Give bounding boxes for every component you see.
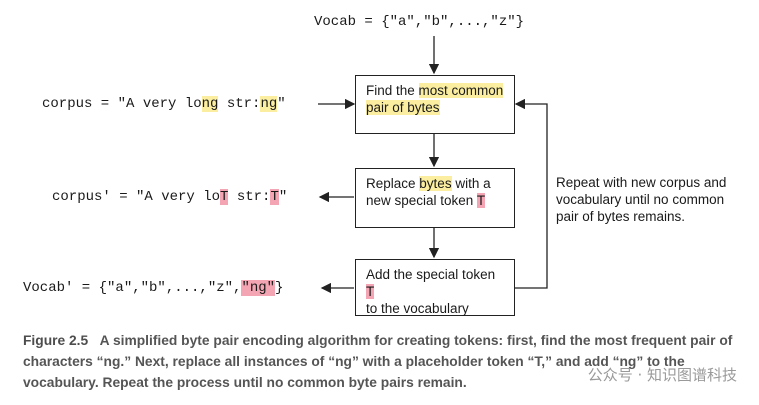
repeat-note-line-2: vocabulary until no common [556,192,725,207]
vocab-prime-suffix: } [275,280,284,296]
corpus-line: corpus = "A very long str:ng" [42,96,286,112]
step-find-pair: Find the most common pair of bytes [355,75,515,134]
box1-highlight-b: pair of bytes [366,100,440,115]
corpus-prime-token-2: T [270,189,279,205]
figure-caption: Figure 2.5 A simplified byte pair encodi… [23,330,743,393]
vocab-prime-prefix: Vocab' = {"a","b",...,"z", [23,280,242,296]
figure-label: Figure 2.5 [23,333,89,348]
repeat-note: Repeat with new corpus and vocabulary un… [556,174,726,225]
corpus-highlight-2: ng [260,96,278,112]
step-replace-bytes: Replace bytes with a new special token T [355,168,515,228]
vocab-top: Vocab = {"a","b",...,"z"} [314,14,525,30]
corpus-prime-prefix: corpus' = "A very lo [52,189,221,205]
corpus-prefix: corpus = "A very lo [42,96,202,112]
vocab-prime-line: Vocab' = {"a","b",...,"z","ng"} [23,280,283,296]
box1-highlight-a: most common [418,83,504,98]
box3-text-2: to the vocabulary [366,301,469,316]
repeat-note-line-1: Repeat with new corpus and [556,175,727,190]
box3-text-1: Add the special token [366,267,496,282]
vocab-prime-ng: "ng" [241,280,276,296]
box2-token: T [476,193,486,208]
corpus-mid: str: [218,96,261,112]
box2-highlight: bytes [419,176,452,191]
figure-caption-text: A simplified byte pair encoding algorith… [23,333,733,390]
box2-text-1: Replace [366,176,420,191]
box2-text-1-end: with a [451,176,491,191]
corpus-prime-mid: str: [228,189,271,205]
box2-text-2: new special token [366,193,477,208]
corpus-prime-token-1: T [220,189,229,205]
box1-text: Find the [366,83,419,98]
corpus-highlight-1: ng [201,96,219,112]
arrow-loop-back [514,98,548,289]
box3-token: T [366,284,375,299]
corpus-prime-line: corpus' = "A very loT str:T" [52,189,287,205]
watermark: 公众号 · 知识图谱科技 [587,366,737,384]
step-add-token: Add the special token T to the vocabular… [355,259,515,316]
corpus-prime-suffix: " [278,189,288,205]
repeat-note-line-3: pair of bytes remains. [556,209,686,224]
corpus-suffix: " [277,96,286,112]
